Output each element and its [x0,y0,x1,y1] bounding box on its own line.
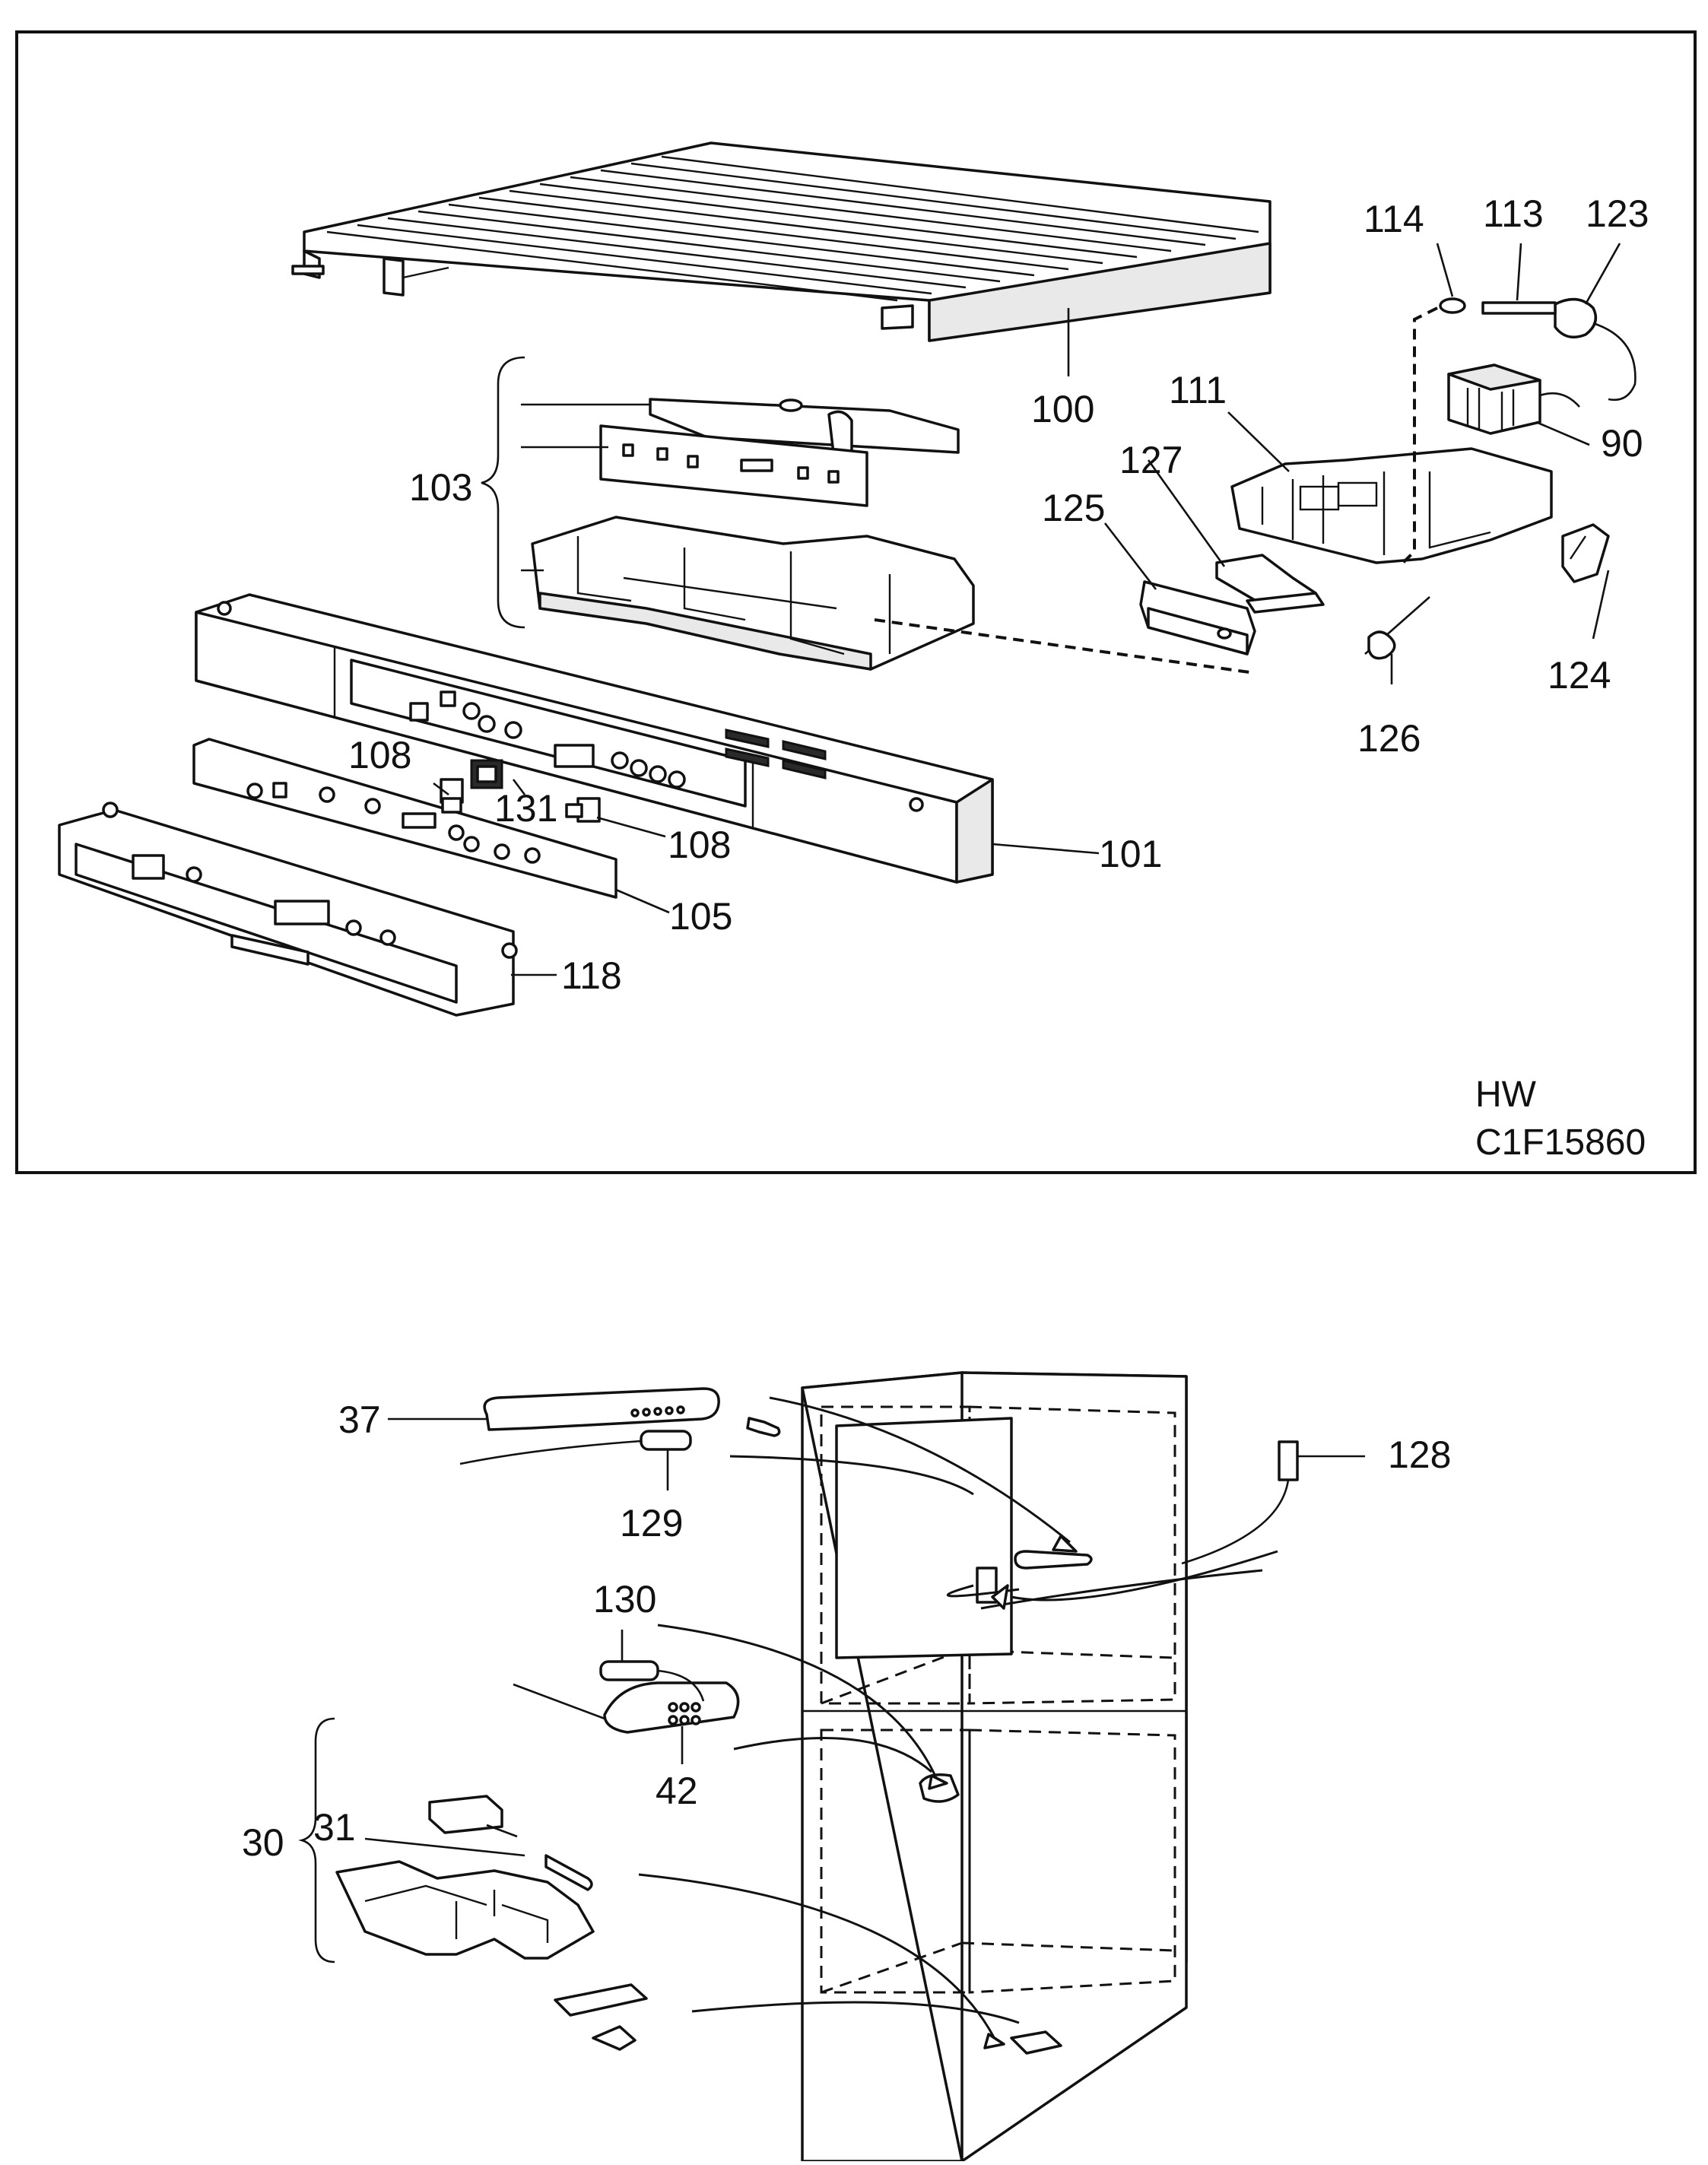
part-108-knob-right [565,797,601,823]
callout-127: 127 [1119,439,1183,481]
part-30-bracket [335,1860,648,2051]
part-126-spring [1364,596,1430,660]
callout-30: 30 [242,1821,284,1864]
callout-131: 131 [494,787,557,830]
callout-125: 125 [1042,487,1105,529]
cabinet-mounted-sensor-top [976,1550,1093,1604]
callout-37: 37 [338,1398,381,1441]
callout-126: 126 [1357,717,1421,760]
callout-103: 103 [409,466,472,509]
brace-30 [298,1717,335,1963]
part-31-module [428,1795,593,1891]
part-125-lamp-lens [1139,580,1256,656]
callout-124: 124 [1548,654,1611,697]
mounting-arrows [638,1396,1278,2049]
part-124-bracket [1561,523,1610,583]
callout-42: 42 [656,1770,698,1812]
upper-frame-border [15,30,1697,1174]
callout-100: 100 [1031,388,1094,430]
leader-lines-lower [364,1417,1365,1857]
callout-90: 90 [1601,422,1643,465]
part-130-sensor [599,1660,659,1681]
part-113-lamp-socket [1481,301,1557,315]
part-111-lamp-housing [1230,447,1553,564]
part-103-control-housing [531,398,975,671]
callout-101: 101 [1099,833,1162,875]
callout-108-right: 108 [668,824,731,866]
wire-dashed-lamp [1398,306,1438,568]
callout-31: 31 [313,1806,356,1849]
callout-108-left: 108 [348,734,411,776]
callout-128: 128 [1388,1433,1451,1476]
callout-114: 114 [1364,198,1424,240]
callout-113: 113 [1483,192,1544,235]
part-129-sensor [459,1430,692,1465]
part-100-top-shelf [291,141,1271,342]
leader-lines-upper [433,243,1621,976]
part-131-switch [470,759,503,789]
part-42-housing [513,1669,740,1734]
cabinet-mounted-part-30 [1010,2030,1062,2055]
callout-111: 111 [1169,369,1227,411]
cabinet-body [801,1371,1188,2163]
part-101-control-panel [195,593,994,884]
brace-103 [481,356,525,629]
callout-129: 129 [620,1502,683,1544]
part-108-knob-left [440,778,464,814]
drawing-ident-line2: C1F15860 [1475,1122,1646,1163]
part-114-bulb [1439,297,1466,314]
callout-105: 105 [669,895,732,938]
part-123-lamp-holder [1554,297,1637,402]
part-118-front-cover [58,802,518,1017]
callout-118: 118 [561,954,622,997]
callout-130: 130 [593,1578,656,1621]
wire-dashed-panel [874,618,1256,675]
drawing-ident-line1: HW [1475,1075,1537,1115]
part-37-rail [483,1387,781,1437]
part-128-sensor [1181,1440,1299,1565]
callout-123: 123 [1586,192,1649,235]
part-90-transformer [1447,363,1580,435]
part-127-lamp-cover [1215,554,1325,614]
part-105-front-panel [192,738,617,899]
